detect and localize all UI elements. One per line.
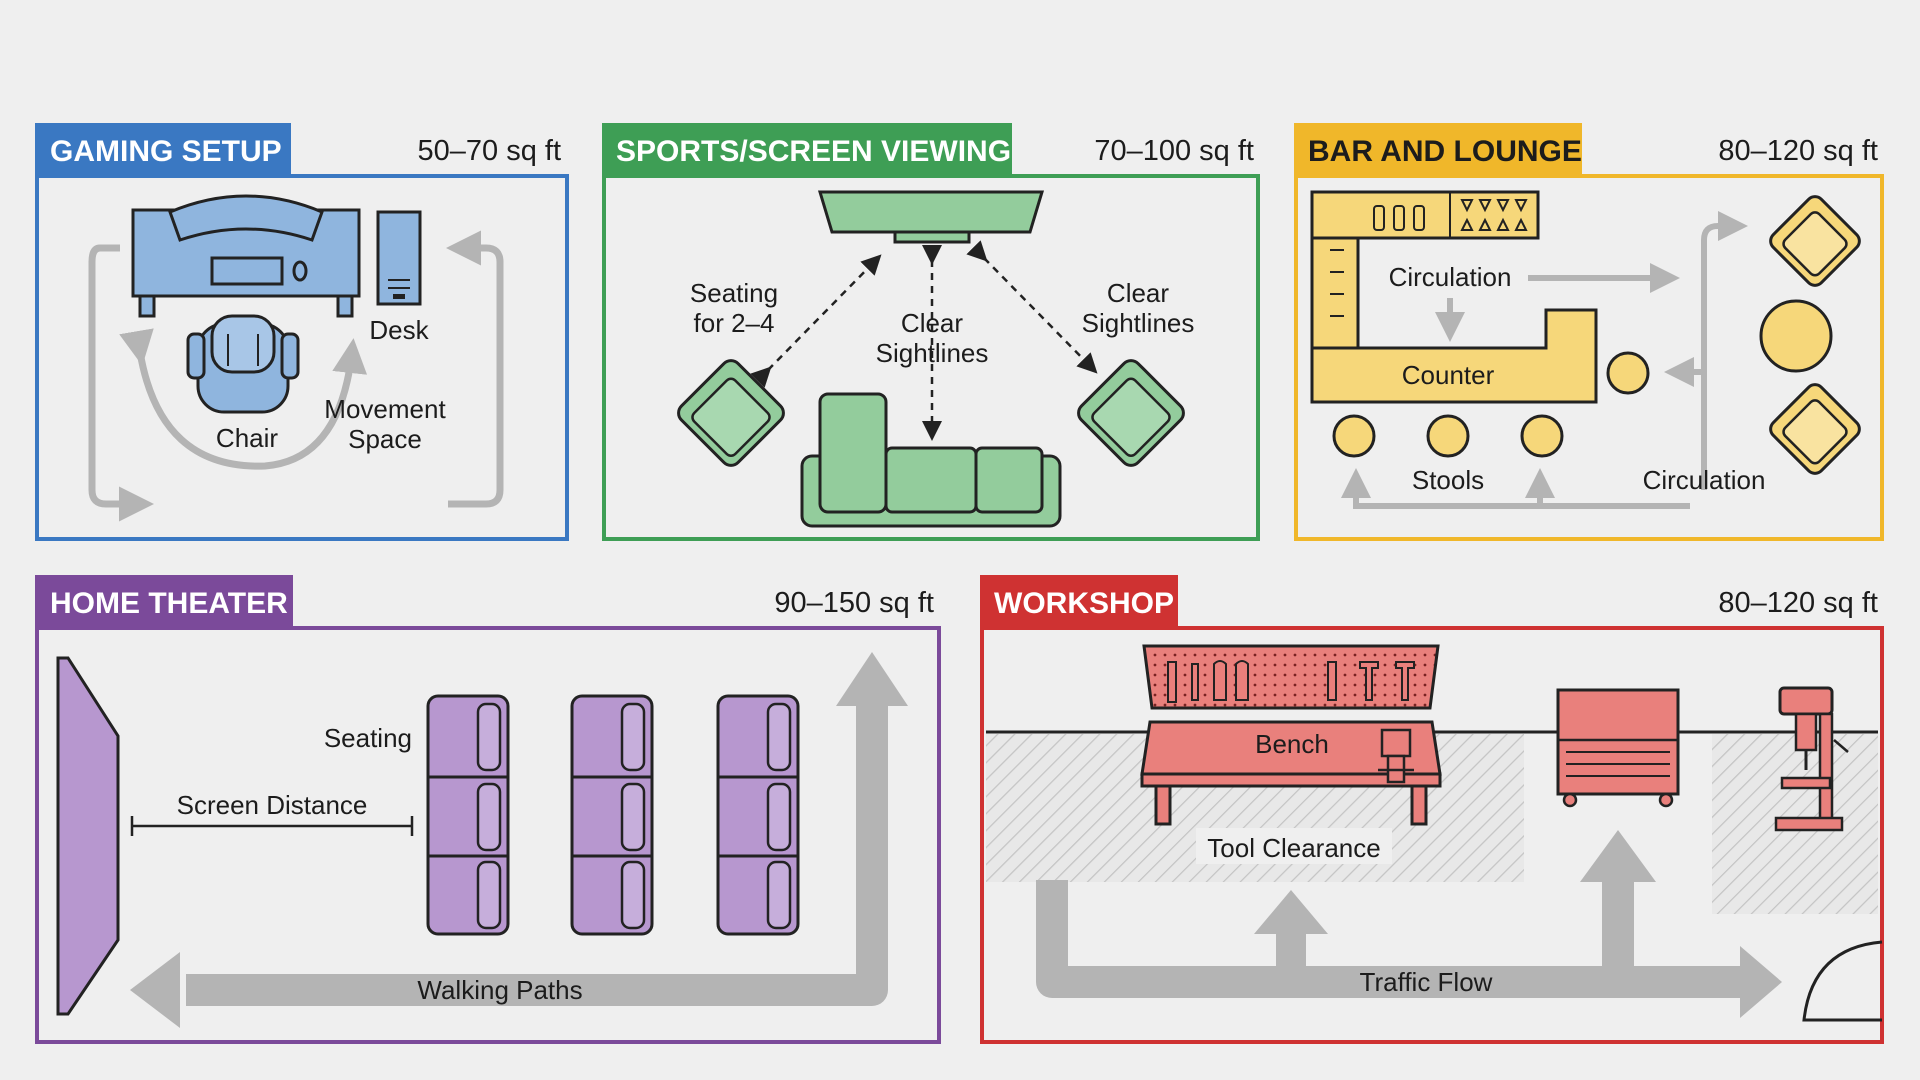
sectional-sofa-icon [800, 392, 1062, 528]
armchair-left-icon [677, 359, 785, 467]
sports-viewing-panel: SPORTS/SCREEN VIEWING 70–100 sq ft Seati… [602, 123, 1260, 541]
circulation-bottom-label: Circulation [1643, 465, 1766, 495]
workshop-area: 80–120 sq ft [1718, 587, 1878, 619]
home-theater-panel: HOME THEATER 90–150 sq ft Walking Paths … [35, 575, 941, 1044]
traffic-flow-branch-right [1602, 880, 1634, 970]
desk-icon [131, 194, 361, 318]
pegboard-icon [1142, 644, 1440, 710]
gaming-title-tag [35, 123, 291, 176]
traffic-flow-branch-center [1276, 930, 1306, 970]
bar-lounge-panel: BAR AND LOUNGE 80–120 sq ft Counter Circ… [1294, 123, 1884, 541]
traffic-flow-arrow-center [1254, 890, 1328, 934]
gaming-setup-panel: GAMING SETUP 50–70 sq ft [35, 123, 569, 541]
tool-clearance-label: Tool Clearance [1207, 833, 1380, 863]
stool-3-icon [1520, 414, 1564, 458]
circulation-bottom-path [1341, 468, 1690, 509]
lounge-chair-top-icon [1769, 195, 1861, 287]
right-sightline-label-line2: Sightlines [1082, 308, 1195, 338]
door-swing-icon [1802, 940, 1883, 1022]
circulation-right-path [1701, 211, 1748, 490]
movement-path-right [446, 230, 504, 508]
bar-counter-icon [1310, 308, 1598, 404]
desk-label: Desk [369, 315, 429, 345]
stool-4-icon [1606, 351, 1650, 395]
walking-path [186, 706, 888, 1006]
movement-arc [119, 328, 368, 470]
tv-screen-icon [817, 190, 1045, 244]
sightline-left [750, 254, 882, 388]
circulation-top-label: Circulation [1389, 262, 1512, 292]
workbench-icon [1140, 720, 1442, 826]
seating-label: Seating [324, 723, 412, 753]
movement-label-line2: Space [348, 424, 422, 454]
circulation-stool-branch [1664, 357, 1707, 387]
sports-area: 70–100 sq ft [1094, 135, 1254, 167]
counter-label: Counter [1402, 360, 1495, 390]
traffic-flow-arrow-right [1740, 946, 1782, 1018]
seating-label-line1: Seating [690, 278, 778, 308]
tool-chest-icon [1556, 688, 1680, 808]
walking-path-arrow-up [836, 652, 908, 706]
computer-tower-icon [376, 210, 422, 306]
bar-title: BAR AND LOUNGE [1308, 135, 1582, 168]
stool-2-icon [1426, 414, 1470, 458]
recliner-row-2-icon [570, 694, 654, 936]
theater-screen-icon [56, 656, 120, 1016]
seating-label-line2: for 2–4 [694, 308, 775, 338]
bar-area: 80–120 sq ft [1718, 135, 1878, 167]
center-sightline-label-line2: Sightlines [876, 338, 989, 368]
center-sightline-label-line1: Clear [901, 308, 963, 338]
stools-label: Stools [1412, 465, 1484, 495]
theater-area: 90–150 sq ft [774, 587, 934, 619]
recliner-row-3-icon [716, 694, 800, 936]
movement-path-left [88, 244, 154, 522]
gaming-chair-icon [186, 314, 300, 414]
stool-1-icon [1332, 414, 1376, 458]
sports-title: SPORTS/SCREEN VIEWING [616, 135, 1011, 168]
theater-title: HOME THEATER [50, 587, 288, 620]
gaming-title: GAMING SETUP [50, 135, 282, 168]
traffic-flow-path [1036, 880, 1746, 998]
drill-press-icon [1774, 686, 1849, 832]
bench-vise-icon [1378, 728, 1414, 784]
traffic-flow-label: Traffic Flow [1360, 967, 1493, 997]
tool-clearance-label-bg [1196, 828, 1392, 864]
bench-label: Bench [1255, 729, 1329, 759]
back-bar-shelf-icon [1310, 190, 1540, 350]
screen-distance-label: Screen Distance [177, 790, 368, 820]
workshop-title-tag [980, 575, 1178, 628]
sightline-right [966, 240, 1098, 374]
lounge-chair-bottom-icon [1769, 383, 1861, 475]
movement-label-line1: Movement [324, 394, 446, 424]
walking-paths-label: Walking Paths [417, 975, 582, 1005]
workshop-title: WORKSHOP [994, 587, 1174, 620]
walking-path-arrow-left [130, 952, 180, 1028]
workshop-panel: WORKSHOP 80–120 sq ft Bench Tool Clearan… [980, 575, 1884, 1044]
sports-title-tag [602, 123, 1012, 176]
recliner-row-1-icon [426, 694, 510, 936]
lounge-table-icon [1759, 299, 1833, 373]
traffic-flow-arrow-right-up [1580, 830, 1656, 882]
armchair-right-icon [1077, 359, 1185, 467]
right-sightline-label-line1: Clear [1107, 278, 1169, 308]
theater-title-tag [35, 575, 293, 628]
gaming-area: 50–70 sq ft [418, 135, 562, 167]
chair-label: Chair [216, 423, 278, 453]
bar-title-tag [1294, 123, 1582, 176]
